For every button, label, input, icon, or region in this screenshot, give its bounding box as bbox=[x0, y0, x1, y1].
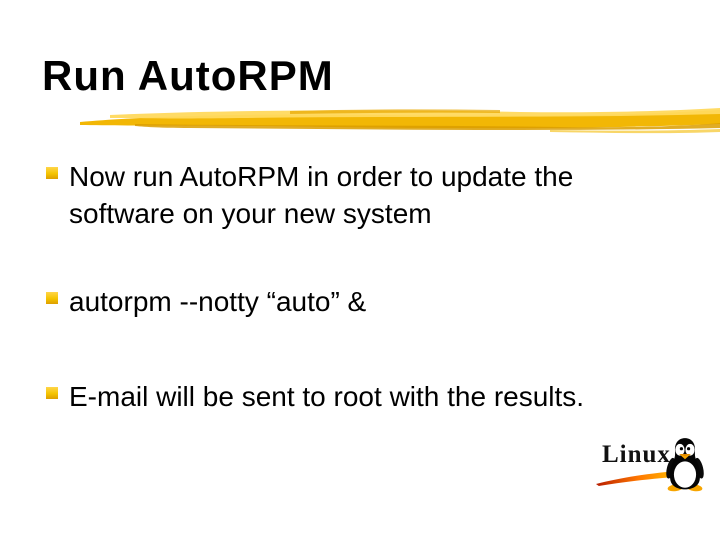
brush-stroke-underline bbox=[80, 108, 720, 134]
bullet-square-icon bbox=[46, 387, 58, 399]
bullet-text: E-mail will be sent to root with the res… bbox=[69, 381, 585, 412]
bullet-square-icon bbox=[46, 292, 58, 304]
tux-penguin-icon bbox=[666, 438, 704, 492]
bullet-text: Now run AutoRPM in order to update the s… bbox=[69, 161, 574, 229]
bullet-text: autorpm --notty “auto” & bbox=[69, 286, 367, 317]
bullet-item: E-mail will be sent to root with the res… bbox=[46, 378, 584, 415]
bullet-item: Now run AutoRPM in order to update the s… bbox=[46, 158, 573, 232]
bullet-square-icon bbox=[46, 167, 58, 179]
slide-title: Run AutoRPM bbox=[42, 52, 334, 99]
linux-logo-text: Linux bbox=[602, 441, 671, 468]
linux-logo: Linux bbox=[596, 436, 712, 496]
bullet-item: autorpm --notty “auto” & bbox=[46, 283, 366, 320]
